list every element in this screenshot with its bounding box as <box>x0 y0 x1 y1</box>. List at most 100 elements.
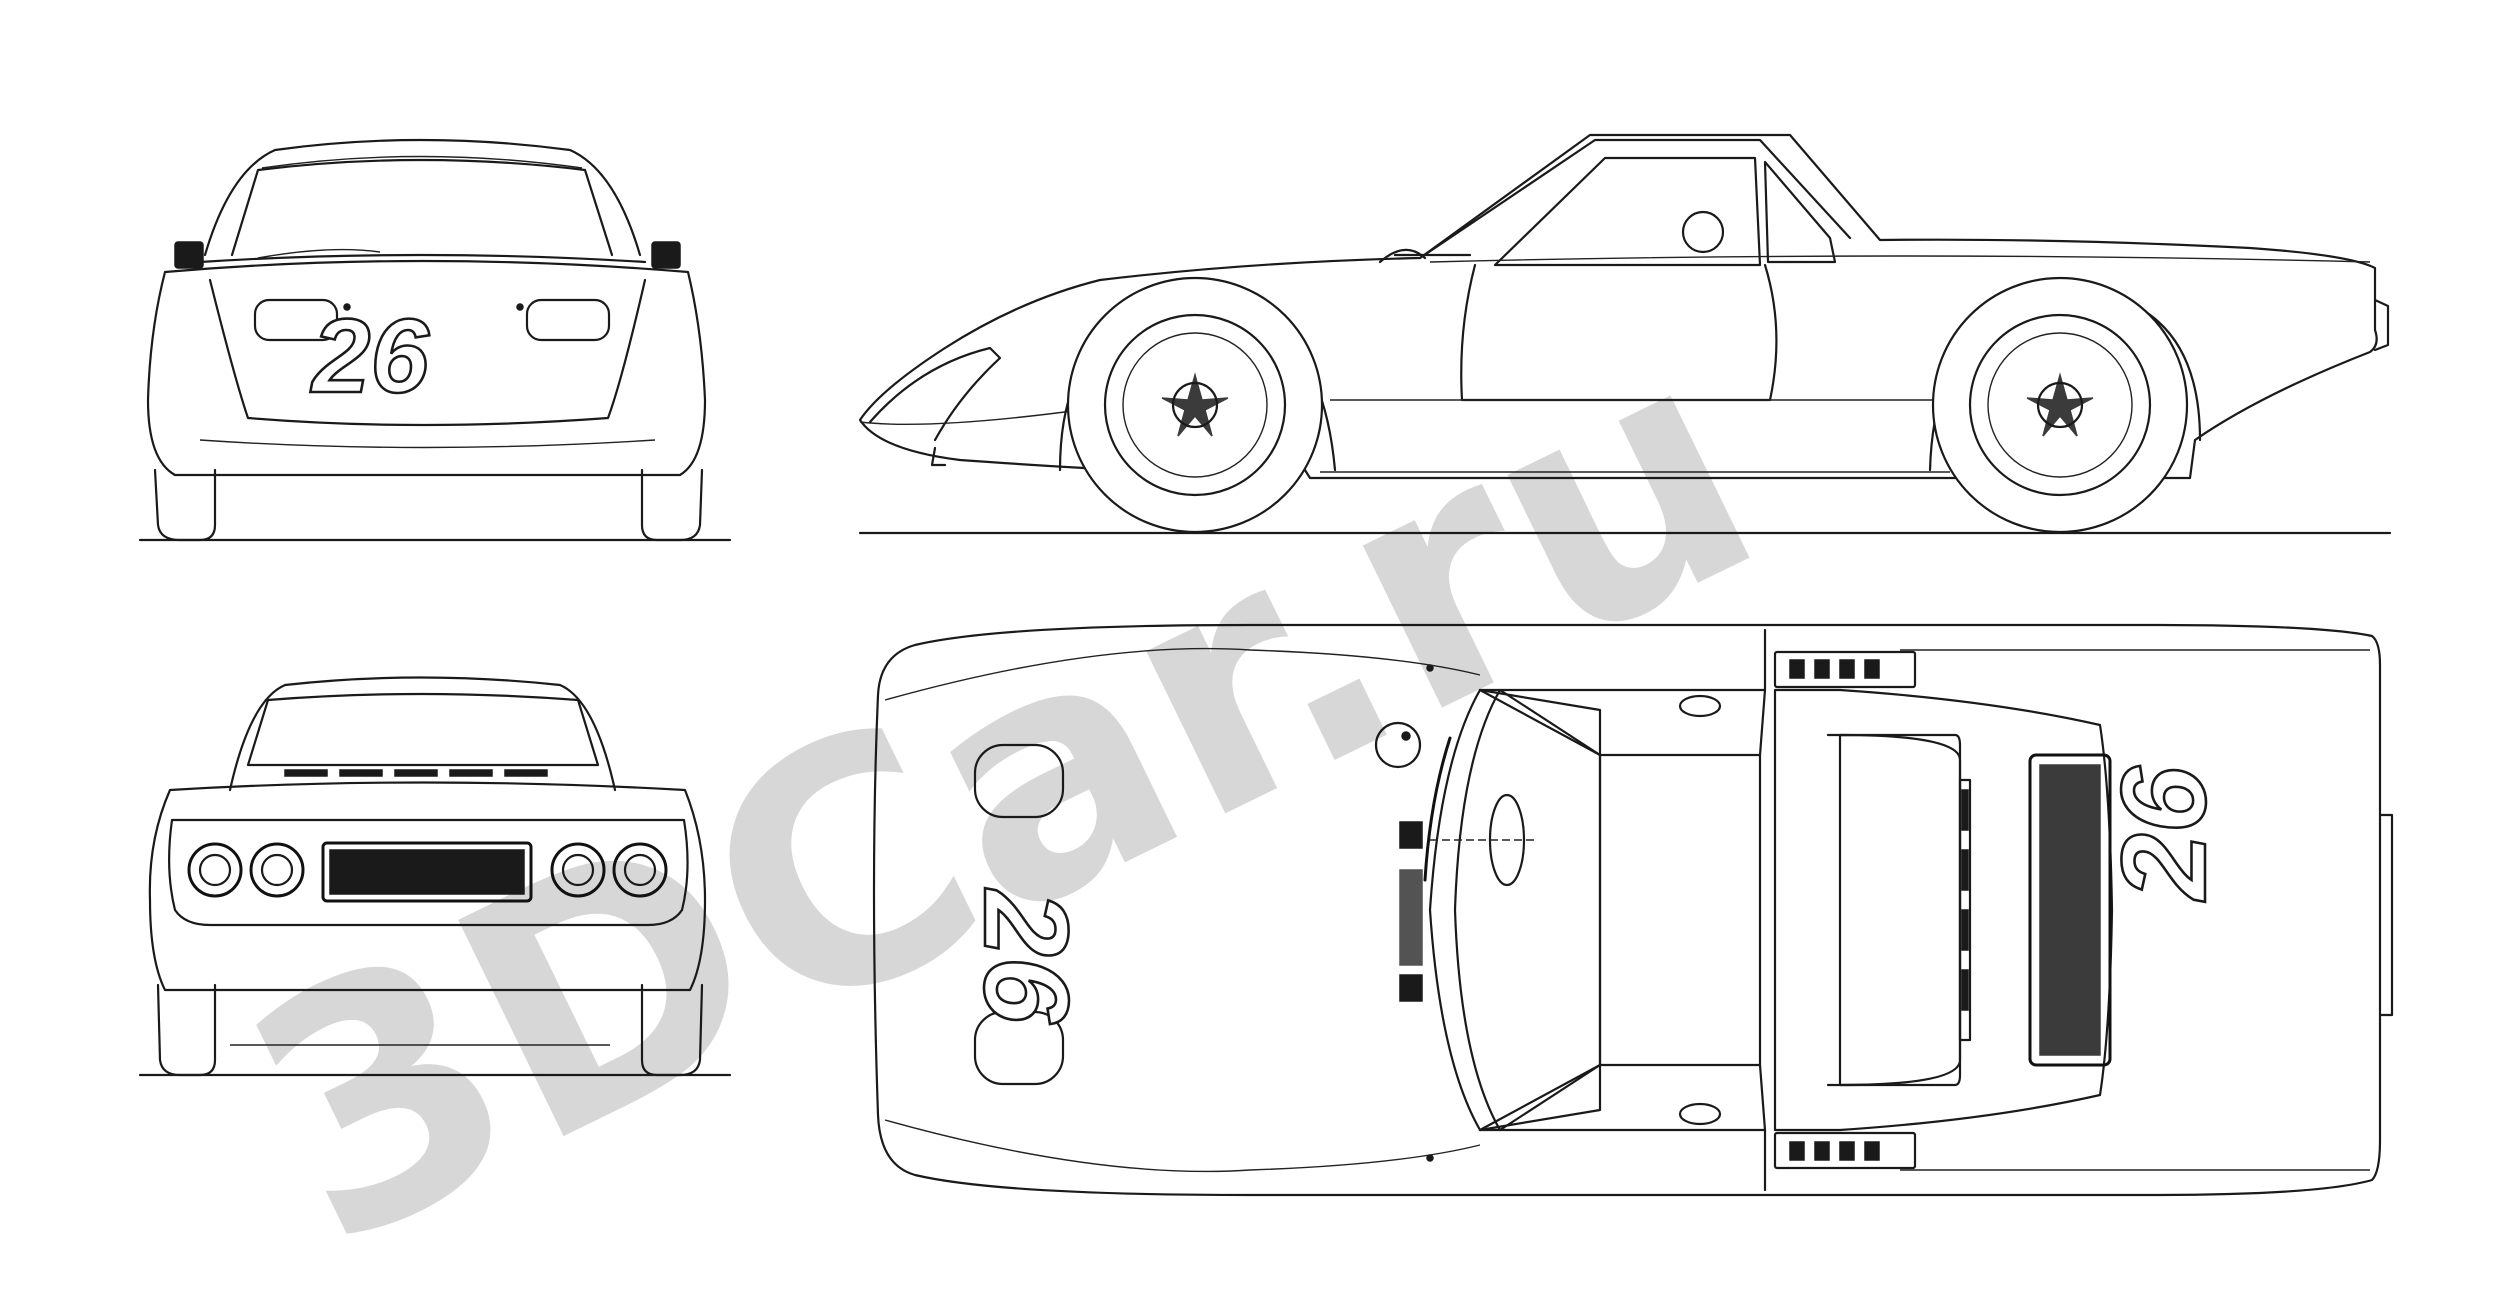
rear-license-plate-frame <box>321 841 533 903</box>
top-body-outline <box>872 623 2382 1197</box>
rear-window <box>246 692 600 767</box>
rear-taillight-3 <box>550 842 606 898</box>
front-left-headlight <box>253 298 339 342</box>
top-left-intake-frame <box>1773 650 1917 689</box>
side-rear-rim-inner <box>1987 332 2133 478</box>
front-view: 26 <box>138 138 732 542</box>
top-left-intake-slot-1 <box>1789 659 1805 679</box>
front-hood-lower <box>199 439 656 449</box>
front-body-outline <box>146 259 707 477</box>
top-hood-dot-3 <box>1021 1006 1029 1014</box>
rear-taillight-2 <box>249 842 305 898</box>
side-rear-wheel <box>1928 276 2202 534</box>
top-louvre-1 <box>1961 789 1969 831</box>
top-rear-window <box>1838 733 1962 1087</box>
front-left-wheel <box>153 468 217 542</box>
rear-taillight-4 <box>612 842 668 898</box>
top-wiper <box>1423 736 1452 882</box>
rear-vent-slot-5 <box>504 769 548 777</box>
rear-vent-slot-4 <box>449 769 493 777</box>
front-right-headlight <box>525 298 611 342</box>
side-door-window <box>1493 156 1762 267</box>
top-left-headlight <box>973 743 1065 819</box>
rear-vent-slot-1 <box>284 769 328 777</box>
top-right-side-intake <box>1773 1131 1917 1170</box>
rear-taillight-2-inner <box>260 853 294 887</box>
top-left-fuel-cap <box>1678 694 1722 718</box>
side-wiper <box>1378 248 1472 264</box>
rear-vent-slot-3 <box>394 769 438 777</box>
rear-vent-slot-2 <box>339 769 383 777</box>
rear-body-outline <box>148 781 707 992</box>
top-rear-race-number: 26 <box>2097 765 2231 902</box>
rear-taillight-4-inner <box>623 853 657 887</box>
side-windshield-frame <box>1418 138 1852 260</box>
top-left-side-intake <box>1773 650 1917 689</box>
top-rear-grille <box>2039 764 2101 1056</box>
front-cowl <box>198 253 647 264</box>
top-windshield <box>1428 688 1602 1132</box>
side-front-rim <box>1103 313 1287 497</box>
side-rear-rim <box>1968 313 2152 497</box>
rear-tail-panel <box>168 818 689 927</box>
top-right-headlight <box>973 1010 1065 1086</box>
rear-right-taillights <box>550 842 668 898</box>
front-wiper <box>257 248 381 259</box>
top-right-intake-slot-4 <box>1864 1141 1880 1161</box>
side-quarter-window <box>1763 160 1837 264</box>
rear-license-plate <box>329 849 525 895</box>
side-rear-spinner <box>2026 372 2094 437</box>
top-left-fender-line <box>884 647 1481 701</box>
rear-taillight-3-inner <box>561 853 595 887</box>
top-right-fender-line <box>884 1119 1481 1173</box>
side-front-spinner <box>1161 372 1229 437</box>
rear-roof-outline <box>228 676 617 792</box>
top-left-door-line <box>1478 628 1767 692</box>
top-cowl-vent-2 <box>1399 869 1423 966</box>
top-right-fuel-cap <box>1678 1102 1722 1126</box>
top-engine-cover <box>1773 688 2114 1132</box>
top-left-intake-slot-4 <box>1864 659 1880 679</box>
rear-taillight-1 <box>187 842 243 898</box>
top-louvre-strip <box>1958 778 1972 1042</box>
front-hood-dot <box>343 303 351 311</box>
front-left-mirror <box>174 241 204 269</box>
rear-left-wheel <box>156 983 217 1077</box>
top-fuel-filler <box>1374 721 1422 769</box>
rear-view <box>138 676 732 1077</box>
rear-taillight-1-inner <box>198 853 232 887</box>
front-race-number: 26 <box>310 298 429 415</box>
top-right-door-line <box>1478 1128 1767 1192</box>
side-tow-hook <box>930 446 947 467</box>
top-left-intake-slot-2 <box>1814 659 1830 679</box>
side-view <box>858 133 2392 535</box>
rear-left-taillights <box>187 842 305 898</box>
side-front-rim-inner <box>1122 332 1268 478</box>
rear-vent-slots <box>284 769 548 777</box>
top-louvre-4 <box>1961 969 1969 1011</box>
front-right-wheel <box>640 468 704 542</box>
front-roof-inner <box>261 155 583 169</box>
side-nose-scoop <box>868 346 1002 442</box>
side-fuel-cap <box>1681 210 1725 254</box>
top-roof <box>1453 688 1602 1132</box>
front-windshield <box>230 158 614 257</box>
top-cockpit-frame <box>1478 688 1767 1132</box>
top-rear-window-frame <box>1826 733 1962 1087</box>
top-engine-louvres <box>1958 778 1972 1042</box>
top-cowl-vent-1 <box>1399 821 1423 849</box>
front-roof-outline <box>203 138 642 257</box>
top-right-intake-slot-3 <box>1839 1141 1855 1161</box>
top-cowl-vent-3 <box>1399 974 1423 1002</box>
front-hood-panel <box>208 278 647 427</box>
front-right-mirror <box>651 241 681 269</box>
side-belt-line <box>1429 255 2371 263</box>
side-nose-line <box>859 409 1081 425</box>
top-left-intake-slot-3 <box>1839 659 1855 679</box>
top-front-race-number: 26 <box>959 888 1093 1025</box>
side-tail-light <box>2373 298 2390 352</box>
top-louvre-3 <box>1961 909 1969 951</box>
top-rear-grille-frame <box>2028 753 2112 1067</box>
